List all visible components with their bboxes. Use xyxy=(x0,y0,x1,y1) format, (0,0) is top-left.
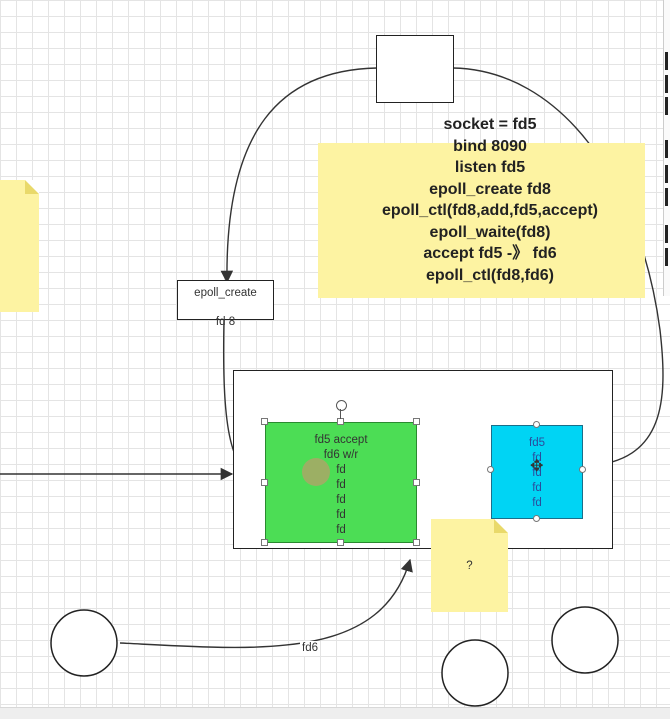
cyan-fd-box[interactable]: fd5 fd fd fd fd ✥ xyxy=(491,425,583,519)
edge-circle-to-green xyxy=(119,558,413,649)
resize-handle[interactable] xyxy=(261,479,268,486)
epoll-create-box[interactable]: epoll_create fd 8 xyxy=(177,280,274,328)
code-line: socket = fd5 xyxy=(443,116,537,133)
code-line: epoll_ctl(fd8,fd6) xyxy=(425,266,554,284)
cyan-line: fd xyxy=(532,452,542,464)
code-sticky-note[interactable] xyxy=(318,143,645,298)
resize-handle[interactable] xyxy=(261,539,268,546)
connection-point[interactable] xyxy=(579,466,586,473)
green-line: fd xyxy=(336,479,346,491)
panel-marker xyxy=(665,97,668,115)
left-sticky-note[interactable] xyxy=(0,180,39,312)
right-side-panel[interactable] xyxy=(663,0,670,296)
question-mark: ? xyxy=(466,560,473,572)
resize-handle[interactable] xyxy=(413,539,420,546)
cyan-line: fd xyxy=(532,482,542,494)
cyan-line: fd xyxy=(532,467,542,479)
edge-label-fd6: fd6 xyxy=(300,641,320,656)
top-empty-box[interactable] xyxy=(376,35,454,103)
resize-handle[interactable] xyxy=(337,539,344,546)
green-line: fd xyxy=(336,524,346,536)
green-line: fd6 w/r xyxy=(323,449,359,461)
green-fd-box[interactable]: fd5 accept fd6 w/r fd fd fd fd fd xyxy=(265,422,417,543)
epoll-create-title: epoll_create xyxy=(194,287,257,299)
resize-handle[interactable] xyxy=(337,418,344,425)
code-lines: socket = fd5 bind 8090 listen fd5 epoll_… xyxy=(330,114,650,286)
green-line: fd5 accept xyxy=(314,434,368,446)
code-line: accept fd5 -》 fd6 xyxy=(423,245,557,262)
cyan-line: fd xyxy=(532,497,542,509)
rotate-handle[interactable] xyxy=(336,400,347,411)
code-line: epoll_waite(fd8) xyxy=(429,223,551,241)
client-circle-left xyxy=(50,609,118,677)
code-line: epoll_create fd8 xyxy=(429,180,551,198)
panel-marker xyxy=(665,225,668,243)
cyan-box-lines: fd5 fd fd fd fd xyxy=(492,436,582,511)
rotate-handle-stem xyxy=(340,409,341,419)
resize-handle[interactable] xyxy=(413,418,420,425)
edge-top-to-epoll-create xyxy=(220,67,378,284)
connection-point[interactable] xyxy=(533,421,540,428)
resize-handle[interactable] xyxy=(413,479,420,486)
connection-point[interactable] xyxy=(487,466,494,473)
panel-marker xyxy=(665,165,668,183)
client-circle-right xyxy=(551,606,619,674)
green-box-lines: fd5 accept fd6 w/r fd fd fd fd fd xyxy=(266,433,416,538)
edge-top-to-cyan xyxy=(452,67,664,472)
green-line: fd xyxy=(336,494,346,506)
client-circle-middle xyxy=(441,639,509,707)
green-line: fd xyxy=(336,509,346,521)
panel-marker xyxy=(665,140,668,158)
code-line: bind 8090 xyxy=(453,137,527,155)
question-sticky-note[interactable]: ? xyxy=(431,519,508,612)
bottom-scrollbar[interactable] xyxy=(0,707,670,719)
code-line: listen fd5 xyxy=(454,159,526,176)
cursor-highlight xyxy=(302,458,330,486)
panel-marker xyxy=(665,188,668,206)
epoll-create-fd: fd 8 xyxy=(215,316,236,328)
panel-marker xyxy=(665,52,668,70)
panel-marker xyxy=(665,248,668,266)
move-cursor-icon: ✥ xyxy=(530,458,544,475)
panel-marker xyxy=(665,75,668,93)
cyan-line: fd5 xyxy=(529,437,545,449)
connection-point[interactable] xyxy=(533,515,540,522)
code-line: epoll_ctl(fd8,add,fd5,accept) xyxy=(381,202,599,219)
resize-handle[interactable] xyxy=(261,418,268,425)
green-line: fd xyxy=(336,464,346,476)
